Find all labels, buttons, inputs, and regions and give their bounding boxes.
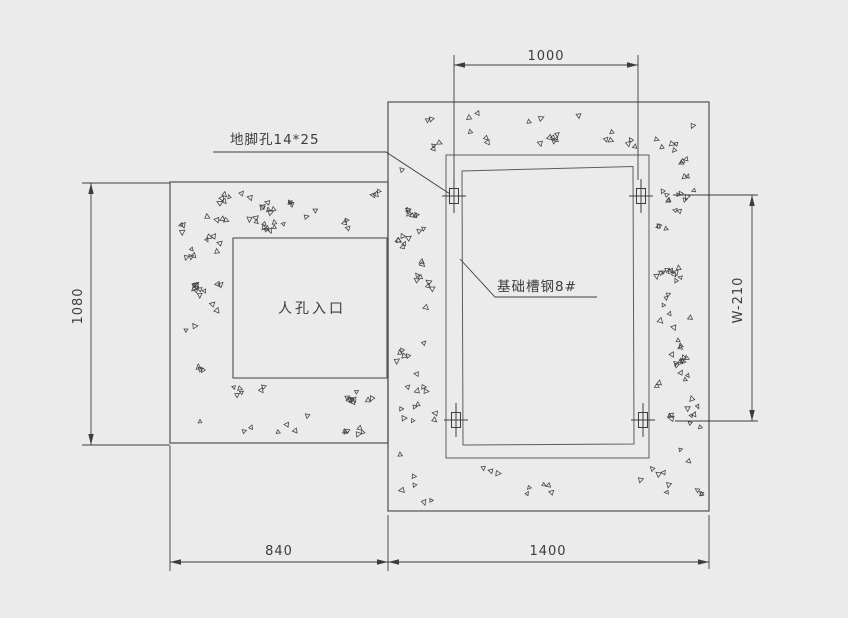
channel-steel-leader-line	[459, 258, 597, 298]
dimension-top-value: 1000	[527, 49, 564, 64]
dimension-bottom-right-value: 1400	[529, 544, 566, 559]
dimension-right	[673, 194, 758, 422]
channel-steel-label: 基础槽钢8#	[497, 278, 577, 295]
arrowhead-right-icon	[627, 62, 638, 68]
arrowhead-left-icon	[454, 62, 465, 68]
anchor-hole-leader-line	[213, 151, 451, 195]
anchor-bolt-top-left	[442, 179, 466, 213]
anchor-bolt-bottom-right	[631, 403, 655, 437]
anchor-bolt-bottom-left	[444, 403, 468, 437]
arrowhead-down-icon	[88, 434, 94, 445]
arrowhead-right-icon	[377, 559, 388, 565]
manhole-opening	[232, 237, 388, 379]
dimension-right-value: W-210	[731, 277, 746, 324]
arrowhead-right-icon	[698, 559, 709, 565]
arrowhead-up-icon	[88, 183, 94, 194]
concrete-stipple	[178, 109, 705, 506]
channel-steel-frame	[461, 165, 635, 446]
dimension-left	[82, 182, 170, 446]
dimension-bottom-left-value: 840	[265, 544, 293, 559]
arrowhead-left-icon	[388, 559, 399, 565]
arrowhead-down-icon	[749, 410, 755, 421]
trench-outer-frame	[445, 154, 650, 459]
anchor-bolt-top-right	[629, 179, 653, 213]
dimension-top	[453, 55, 639, 180]
dimension-bottom	[169, 446, 710, 571]
manhole-label: 人孔入口	[278, 301, 346, 317]
anchor-hole-label: 地脚孔14*25	[230, 132, 320, 148]
arrowhead-up-icon	[749, 195, 755, 206]
foundation-left-outline	[169, 181, 389, 444]
dimension-left-value: 1080	[71, 287, 86, 324]
arrowhead-left-icon	[170, 559, 181, 565]
